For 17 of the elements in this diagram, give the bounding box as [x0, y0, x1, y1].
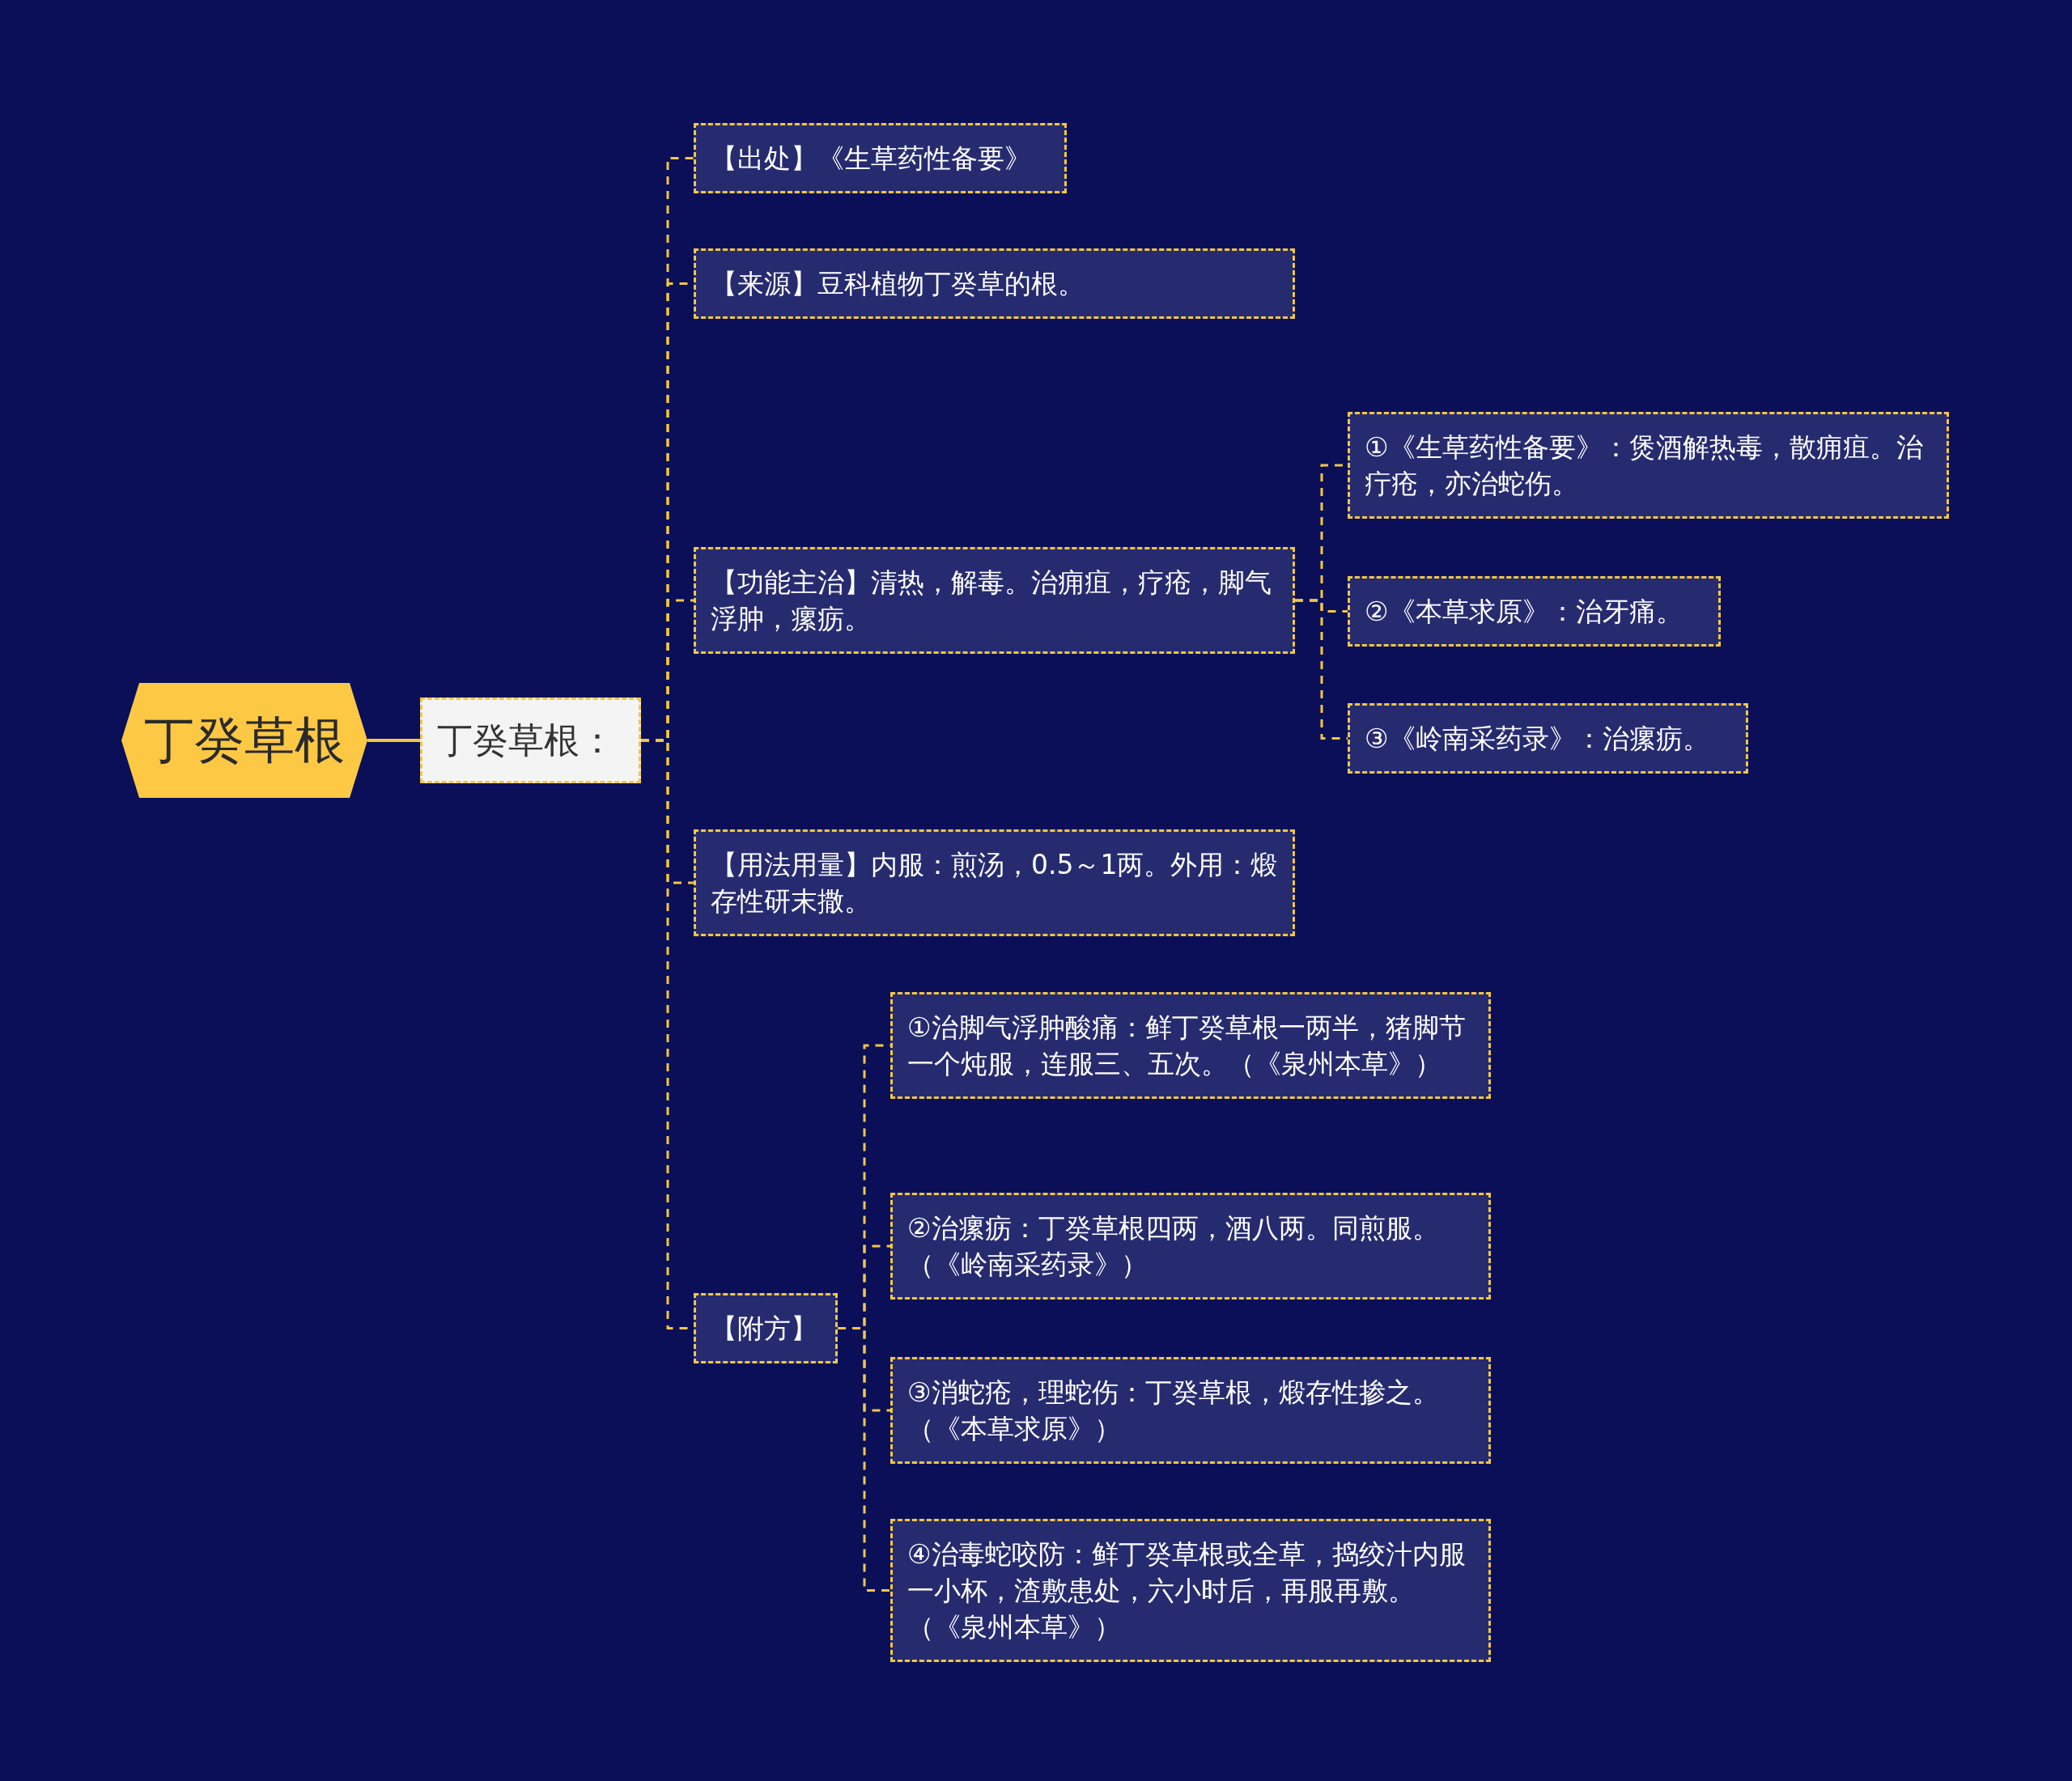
text-box: 【出处】《生草药性备要》 [694, 123, 1067, 193]
text-box: 【功能主治】清热，解毒。治痈疽，疗疮，脚气浮肿，瘰疬。 [694, 547, 1295, 654]
text-box: ②治瘰疬：丁癸草根四两，酒八两。同煎服。（《岭南采药录》） [890, 1193, 1491, 1300]
text-box: ②《本草求原》：治牙痛。 [1348, 576, 1721, 647]
text-box: 【附方】 [694, 1293, 838, 1363]
connector-line [1295, 599, 1348, 740]
text-box: 【来源】豆科植物丁癸草的根。 [694, 248, 1295, 319]
connector-line [838, 1327, 890, 1592]
text-box: ③消蛇疮，理蛇伤：丁癸草根，煅存性掺之。（《本草求原》） [890, 1357, 1491, 1464]
connector-line [367, 739, 420, 742]
text-box: 【用法用量】内服：煎汤，0.5～1两。外用：煅存性研末撒。 [694, 829, 1295, 936]
hexagon-node: 丁癸草根 [121, 683, 367, 798]
text-box: ③《岭南采药录》：治瘰疬。 [1348, 703, 1748, 774]
text-box: ④治毒蛇咬防：鲜丁癸草根或全草，捣绞汁内服一小杯，渣敷患处，六小时后，再服再敷。（《泉州本草》） [890, 1519, 1491, 1662]
text-box: ①治脚气浮肿酸痛：鲜丁癸草根一两半，猪脚节一个炖服，连服三、五次。（《泉州本草》） [890, 992, 1491, 1099]
topic-box: 丁癸草根： [420, 698, 641, 783]
text-box: ①《生草药性备要》：煲酒解热毒，散痈疽。治疔疮，亦治蛇伤。 [1348, 412, 1949, 519]
